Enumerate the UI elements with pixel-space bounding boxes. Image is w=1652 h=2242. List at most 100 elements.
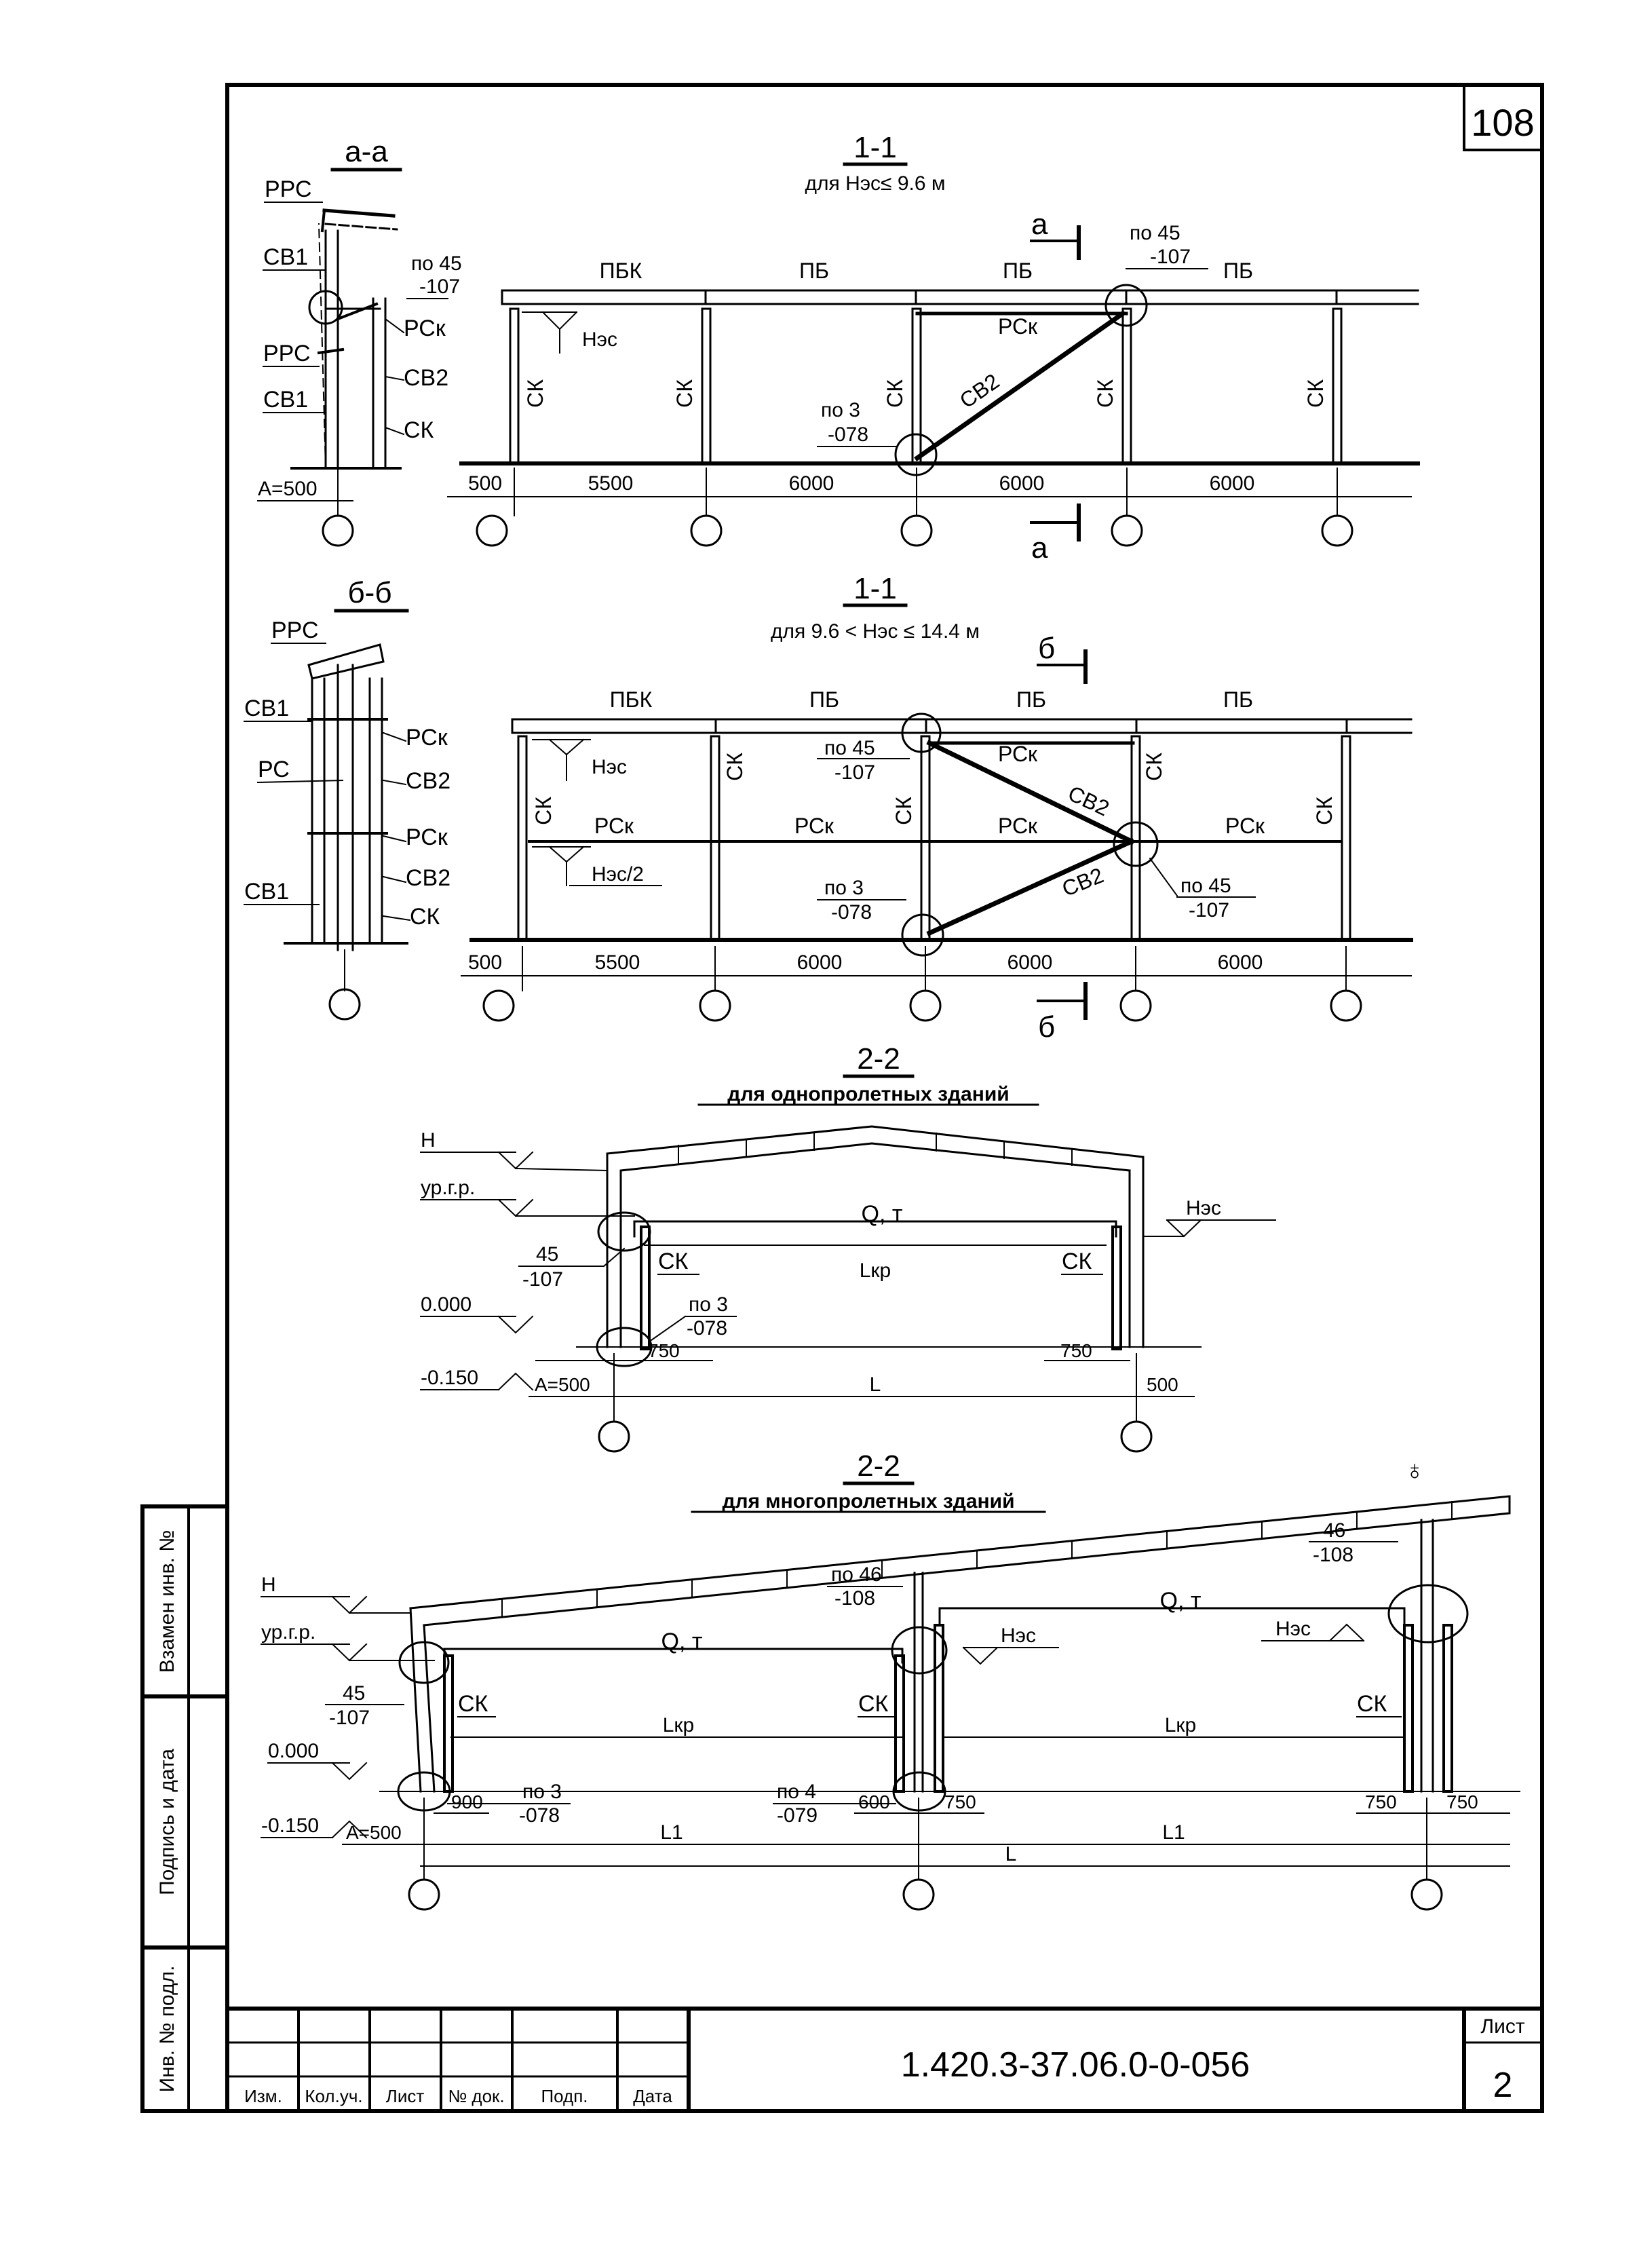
section-aa: а-а РРС СВ1 по 45 -107 РСк РРС СВ2 СВ1	[257, 135, 462, 547]
svg-text:L1: L1	[660, 1821, 683, 1844]
col-data: Дата	[633, 2086, 672, 2106]
svg-text:-107: -107	[419, 276, 460, 298]
svg-text:Нэс/2: Нэс/2	[592, 863, 644, 886]
svg-text:РСк: РСк	[406, 824, 448, 850]
svg-text:750: 750	[648, 1340, 680, 1361]
svg-text:РСк: РСк	[1225, 814, 1265, 838]
svg-text:-078: -078	[687, 1317, 727, 1340]
svg-text:-107: -107	[1150, 246, 1191, 268]
list-number: 2	[1493, 2066, 1513, 2105]
svg-text:СВ1: СВ1	[244, 879, 289, 905]
svg-text:СК: СК	[523, 379, 548, 408]
col-list: Лист	[386, 2086, 425, 2106]
svg-text:Нэс: Нэс	[1186, 1197, 1221, 1219]
svg-text:ур.г.р.: ур.г.р.	[261, 1621, 315, 1644]
svg-text:45: 45	[343, 1682, 365, 1705]
side-stamp-signature: Подпись и дата	[156, 1749, 178, 1895]
svg-text:Н: Н	[421, 1129, 436, 1152]
svg-text:СВ1: СВ1	[263, 387, 308, 413]
svg-text:б: б	[1038, 632, 1055, 665]
svg-text:РСк: РСк	[406, 725, 448, 750]
svg-text:-078: -078	[828, 423, 868, 446]
svg-text:СВ2: СВ2	[404, 365, 448, 391]
col-kol: Кол.уч.	[305, 2086, 362, 2106]
svg-text:СК: СК	[531, 797, 556, 825]
svg-text:СВ2: СВ2	[406, 865, 450, 891]
svg-text:для Нэс≤ 9.6 м: для Нэс≤ 9.6 м	[805, 172, 945, 195]
svg-text:Н: Н	[261, 1574, 276, 1596]
svg-text:5500: 5500	[595, 951, 640, 974]
svg-text:6000: 6000	[789, 472, 834, 495]
section-11-a: 1-1 для Нэс≤ 9.6 м ПБК ПБ ПБ ПБ СК СК СК…	[447, 131, 1420, 565]
section-22-multi: 2-2 для многопролетных зданий ♁	[261, 1449, 1520, 1911]
svg-text:а: а	[1031, 531, 1048, 565]
svg-text:5500: 5500	[588, 472, 634, 495]
svg-text:Q, т: Q, т	[1160, 1588, 1202, 1614]
svg-text:6000: 6000	[1210, 472, 1255, 495]
svg-text:СК: СК	[1062, 1249, 1092, 1274]
svg-text:L1: L1	[1162, 1821, 1185, 1844]
svg-text:РС: РС	[258, 757, 290, 782]
svg-text:6000: 6000	[1218, 951, 1263, 974]
list-label: Лист	[1480, 2015, 1524, 2038]
svg-text:500: 500	[1147, 1374, 1178, 1395]
svg-text:Нэс: Нэс	[1275, 1618, 1311, 1640]
svg-text:РРС: РРС	[263, 341, 311, 366]
svg-text:-0.150: -0.150	[261, 1814, 319, 1837]
svg-text:СВ2: СВ2	[955, 368, 1004, 413]
svg-text:А=500: А=500	[346, 1822, 402, 1843]
svg-text:750: 750	[944, 1791, 976, 1812]
svg-text:-108: -108	[1313, 1544, 1353, 1566]
svg-text:ПБ: ПБ	[799, 259, 829, 283]
svg-text:СВ2: СВ2	[1058, 862, 1107, 901]
svg-text:750: 750	[1365, 1791, 1397, 1812]
svg-text:ур.г.р.: ур.г.р.	[421, 1177, 475, 1199]
svg-text:ПБ: ПБ	[1016, 687, 1046, 712]
svg-text:-078: -078	[519, 1804, 560, 1827]
svg-text:Нэс: Нэс	[592, 756, 627, 778]
svg-text:А=500: А=500	[535, 1374, 590, 1395]
svg-text:-107: -107	[1189, 899, 1229, 922]
svg-text:-107: -107	[329, 1707, 370, 1729]
svg-text:СК: СК	[1142, 753, 1166, 781]
svg-text:А=500: А=500	[258, 478, 318, 500]
svg-text:6000: 6000	[797, 951, 843, 974]
svg-text:РСк: РСк	[594, 814, 634, 838]
svg-text:по 45: по 45	[824, 737, 875, 759]
svg-text:для 9.6 < Нэс ≤ 14.4 м: для 9.6 < Нэс ≤ 14.4 м	[771, 620, 980, 643]
col-izm: Изм.	[244, 2086, 282, 2106]
svg-text:Lкр: Lкр	[1165, 1714, 1197, 1736]
svg-text:Lкр: Lкр	[860, 1259, 891, 1282]
svg-text:СК: СК	[458, 1691, 488, 1717]
svg-text:45: 45	[536, 1243, 558, 1266]
svg-text:СК: СК	[1357, 1691, 1387, 1717]
side-stamp: Взамен инв. № Подпись и дата Инв. № подл…	[140, 1504, 229, 2113]
svg-text:для однопролетных зданий: для однопролетных зданий	[727, 1083, 1009, 1105]
svg-text:-107: -107	[522, 1268, 563, 1291]
svg-text:L: L	[1005, 1843, 1017, 1865]
svg-text:Нэс: Нэс	[1001, 1624, 1036, 1647]
svg-text:по 45: по 45	[1180, 875, 1231, 897]
svg-text:ПБ: ПБ	[1003, 259, 1033, 283]
svg-text:-108: -108	[834, 1587, 875, 1610]
section-11-b: 1-1 для 9.6 < Нэс ≤ 14.4 м ПБК ПБ ПБ ПБ …	[461, 572, 1413, 1044]
svg-text:для многопролетных зданий: для многопролетных зданий	[722, 1490, 1014, 1513]
svg-text:Q, т: Q, т	[661, 1629, 703, 1654]
svg-text:2-2: 2-2	[857, 1042, 900, 1076]
svg-text:750: 750	[1446, 1791, 1478, 1812]
svg-text:по 4: по 4	[777, 1781, 816, 1803]
svg-text:СК: СК	[404, 417, 434, 443]
svg-text:Нэс: Нэс	[582, 328, 617, 351]
svg-text:СВ1: СВ1	[244, 696, 289, 721]
svg-text:а-а: а-а	[345, 135, 388, 168]
sheet-number-box	[1463, 83, 1543, 151]
svg-text:СК: СК	[672, 379, 697, 408]
svg-text:500: 500	[468, 951, 502, 974]
svg-text:РСк: РСк	[998, 742, 1038, 766]
svg-text:б-б: б-б	[347, 576, 391, 609]
svg-text:СВ1: СВ1	[263, 244, 308, 270]
side-stamp-replaced: Взамен инв. №	[156, 1530, 178, 1673]
svg-text:по 3: по 3	[824, 877, 864, 899]
svg-text:ПБ: ПБ	[1223, 687, 1253, 712]
